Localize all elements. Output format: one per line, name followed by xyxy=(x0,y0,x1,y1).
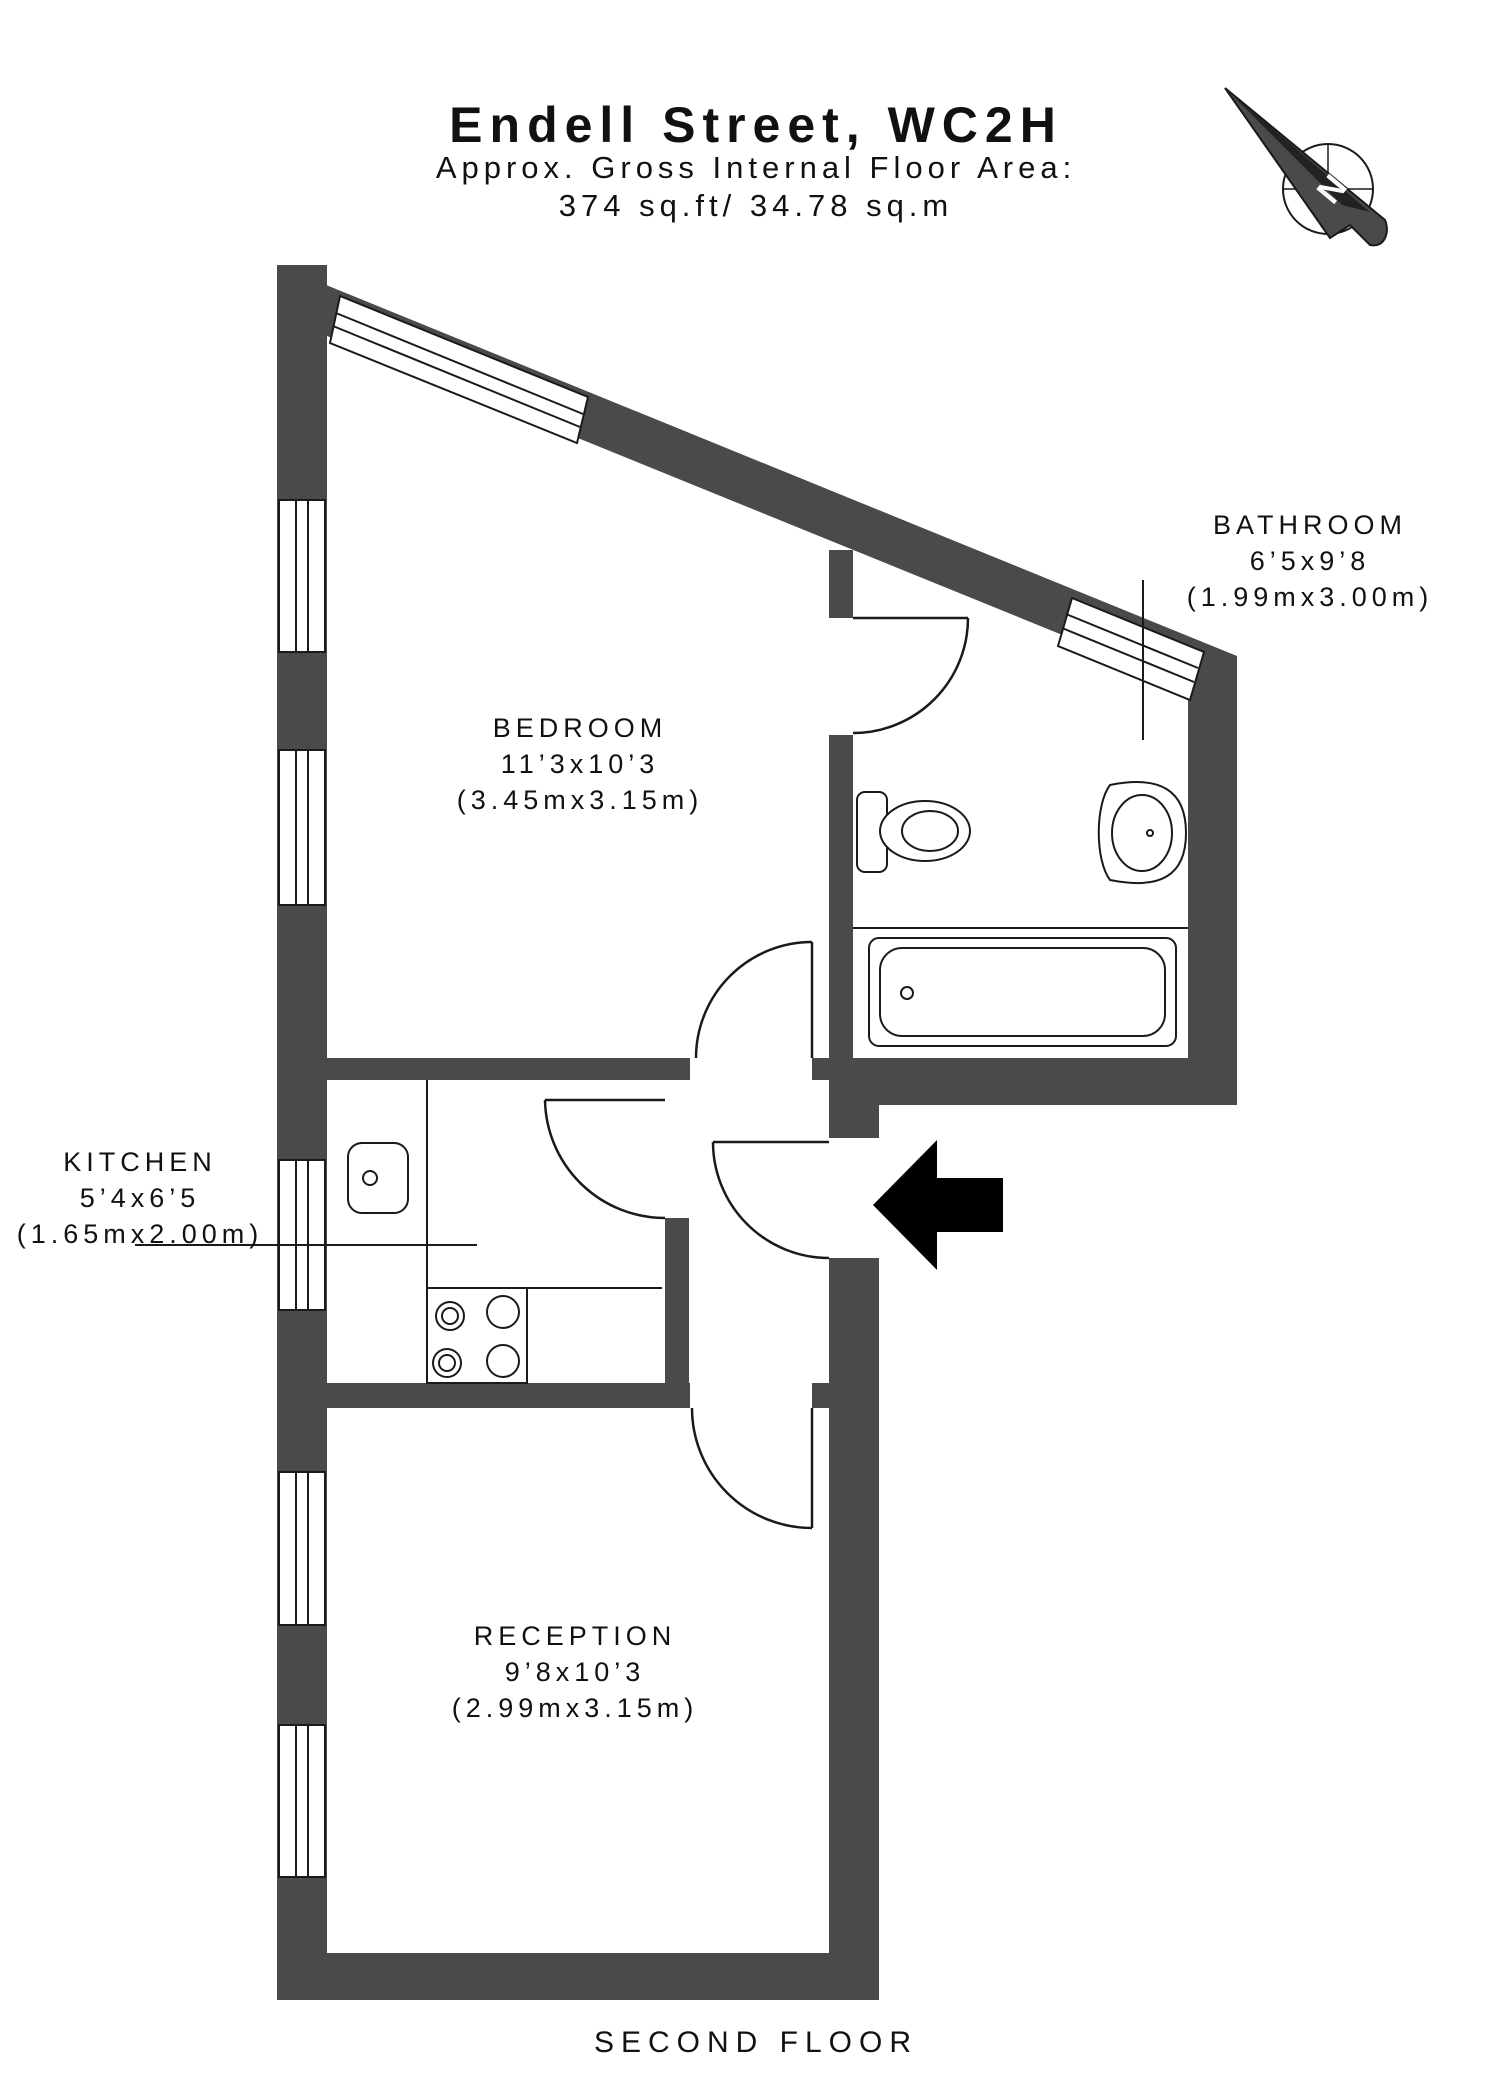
window-kitchen xyxy=(278,1159,326,1311)
kitchen-bottom-wall xyxy=(327,1383,690,1408)
walls xyxy=(277,265,1237,2000)
floor-label: SECOND FLOOR xyxy=(593,2026,919,2059)
kitchen-name: KITCHEN xyxy=(63,1147,217,1177)
room-label-reception: RECEPTION 9’8x10’3 (2.99mx3.15m) xyxy=(425,1618,725,1726)
reception-door-jamb xyxy=(812,1383,832,1408)
bathroom-metric: (1.99mx3.00m) xyxy=(1186,582,1434,612)
kitchen-fixtures xyxy=(347,1080,662,1384)
bedroom-name: BEDROOM xyxy=(492,713,668,743)
door-bedroom[interactable] xyxy=(694,940,814,1059)
area-value: 374 sq.ft/ 34.78 sq.m xyxy=(558,188,954,223)
bathroom-bottom-wall xyxy=(829,1058,1237,1105)
windows xyxy=(278,294,1206,1878)
doors xyxy=(543,616,970,1530)
bath-partition-lower xyxy=(829,735,853,1070)
window-reception-2 xyxy=(278,1724,326,1878)
reception-right-wall xyxy=(829,1258,879,2000)
room-label-kitchen: KITCHEN 5’4x6’5 (1.65mx2.00m) xyxy=(0,1144,280,1252)
bottom-wall xyxy=(277,1953,879,2000)
sink-icon xyxy=(347,1142,409,1214)
bedroom-imperial: 11’3x10’3 xyxy=(500,749,660,779)
bedroom-door-jamb xyxy=(812,1058,832,1080)
reception-metric: (2.99mx3.15m) xyxy=(451,1693,699,1723)
reception-name: RECEPTION xyxy=(473,1621,677,1651)
room-label-bedroom: BEDROOM 11’3x10’3 (3.45mx3.15m) xyxy=(430,710,730,818)
reception-imperial: 9’8x10’3 xyxy=(504,1657,646,1687)
window-bedroom-diagonal xyxy=(328,294,590,445)
label-leaders xyxy=(135,580,1144,1246)
hob-icon xyxy=(426,1287,528,1384)
door-entrance[interactable] xyxy=(711,1140,830,1260)
kitchen-imperial: 5’4x6’5 xyxy=(79,1183,201,1213)
bedroom-metric: (3.45mx3.15m) xyxy=(456,785,704,815)
door-bathroom[interactable] xyxy=(852,616,970,735)
bathroom-door-stub xyxy=(829,1058,879,1138)
window-bedroom-left-1 xyxy=(278,499,326,653)
bath-partition-upper xyxy=(829,550,853,618)
window-bathroom-diagonal xyxy=(1056,596,1206,702)
bathroom-fixtures xyxy=(853,781,1188,1047)
bedroom-bottom-wall xyxy=(327,1058,690,1080)
toilet-icon xyxy=(856,791,971,873)
kitchen-metric: (1.65mx2.00m) xyxy=(16,1219,264,1249)
plan-title: Endell Street, WC2H xyxy=(449,97,1063,153)
bathroom-imperial: 6’5x9’8 xyxy=(1249,546,1371,576)
bathroom-name: BATHROOM xyxy=(1213,510,1407,540)
bathtub-icon xyxy=(868,937,1177,1047)
window-reception-1 xyxy=(278,1471,326,1626)
basin-icon xyxy=(1097,781,1188,884)
door-reception[interactable] xyxy=(690,1407,814,1530)
north-arrow-icon: N xyxy=(1224,87,1388,247)
bathroom-right-wall xyxy=(1188,656,1237,1105)
door-kitchen[interactable] xyxy=(543,1098,666,1220)
kitchen-right-wall xyxy=(665,1218,689,1390)
entrance-arrow-icon xyxy=(873,1140,1003,1270)
window-bedroom-left-2 xyxy=(278,749,326,906)
area-label: Approx. Gross Internal Floor Area: xyxy=(435,150,1077,185)
room-label-bathroom: BATHROOM 6’5x9’8 (1.99mx3.00m) xyxy=(1150,507,1470,615)
